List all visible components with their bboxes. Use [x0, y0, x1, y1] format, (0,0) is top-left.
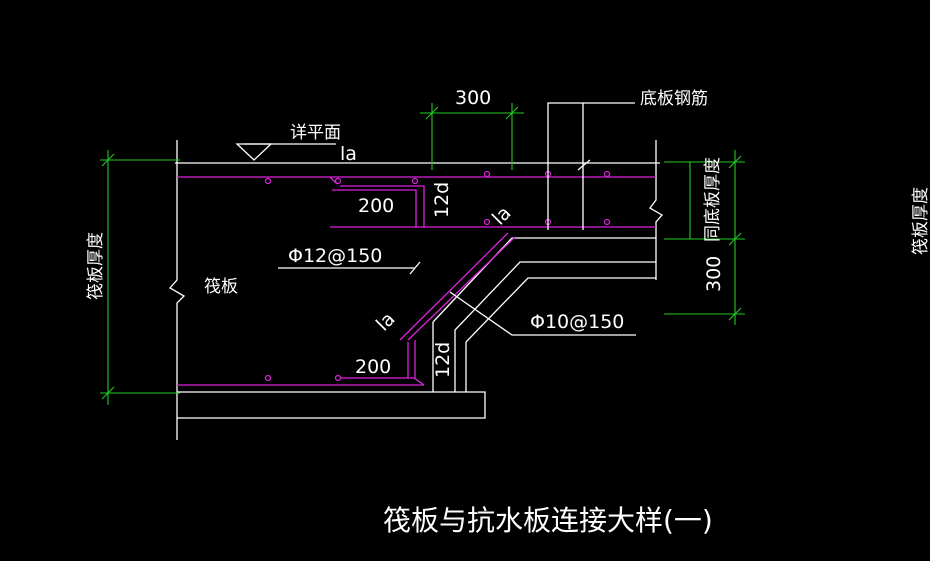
la-mid-label: la	[372, 308, 400, 336]
la-diag-label: la	[488, 202, 516, 230]
rebar-12-label: Φ12@150	[288, 245, 382, 267]
edge-note-label: 筏板厚度	[911, 187, 930, 255]
bottom-plate-rebar-label: 底板钢筋	[640, 89, 708, 109]
dim-300-right: 300	[703, 256, 725, 292]
dimension-lines	[100, 103, 745, 405]
raft-thickness-label: 筏板厚度	[86, 232, 106, 300]
bottom-plate-thickness-label: 同底板厚度	[703, 157, 723, 242]
dim-12d-bottom: 12d	[432, 342, 454, 378]
leader-lines	[278, 102, 636, 336]
rebar-10-label: Φ10@150	[530, 311, 624, 333]
dim-200-top: 200	[358, 195, 394, 217]
drawing-title: 筏板与抗水板连接大样(一)	[383, 504, 713, 537]
dim-12d-top: 12d	[431, 182, 453, 218]
dim-200-bottom: 200	[355, 356, 391, 378]
concrete-outline	[168, 140, 664, 440]
raft-plate-label: 筏板	[204, 277, 238, 297]
la-top-label: la	[340, 143, 357, 165]
rebar	[177, 170, 656, 386]
see-plan-label: 详平面	[290, 123, 341, 143]
dim-300-top: 300	[455, 87, 491, 109]
